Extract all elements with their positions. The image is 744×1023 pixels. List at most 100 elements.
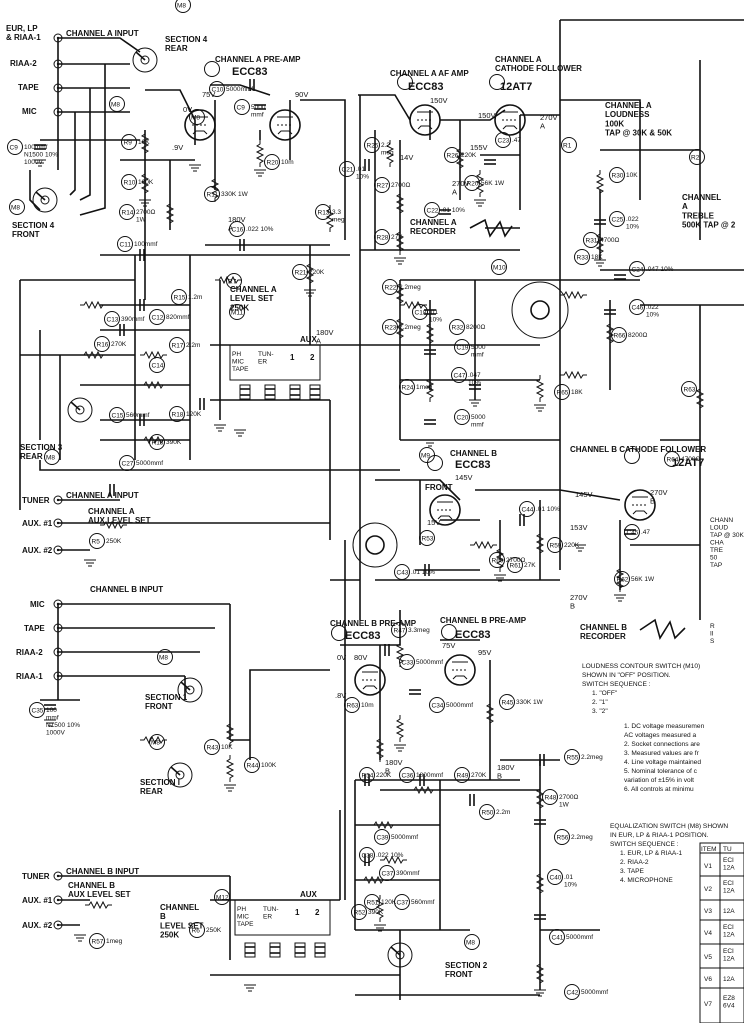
part-ref: C40	[550, 875, 562, 882]
switch-ref-badge	[464, 934, 480, 950]
sel-a-tuner: TUN-ER	[258, 351, 274, 366]
part-ref-badge	[121, 134, 137, 150]
jack-label-tape-b: TAPE	[24, 624, 45, 633]
part-ref: R10	[124, 180, 136, 187]
tube-v6-type: 12AT7	[672, 457, 704, 469]
part-ref: R5	[92, 539, 101, 546]
part-ref-badge	[464, 175, 480, 191]
loudness-switch-note: LOUDNESS CONTOUR SWITCH (M10) SHOWN IN "…	[582, 663, 700, 715]
part-value: 390mmf	[396, 870, 420, 877]
tube-table-header: ITEM	[701, 846, 717, 853]
part-ref: R48	[545, 795, 557, 802]
part-value: 100K	[138, 179, 154, 186]
part-ref: C14	[152, 363, 164, 370]
part-ref-badge	[109, 407, 125, 423]
part-ref-badge	[364, 137, 380, 153]
tube-v5-type: ECC83	[455, 459, 490, 471]
part-ref: R20	[467, 181, 479, 188]
voltage-label: 90V	[295, 90, 308, 99]
part-ref-badge	[229, 221, 245, 237]
part-value: 18K	[571, 389, 583, 396]
part-ref: R21	[295, 270, 307, 277]
voltage-label: 0V	[337, 653, 346, 662]
part-ref: R53	[422, 536, 434, 543]
part-ref-badge	[451, 367, 467, 383]
voltage-label: 15V	[427, 518, 440, 527]
part-value: .047 10%	[646, 266, 674, 273]
voltage-label: 145V	[455, 473, 473, 482]
loudness-note-line: SHOWN IN "OFF" POSITION.	[582, 672, 671, 679]
part-ref: C34	[432, 703, 444, 710]
voltage-label: .9V	[172, 143, 183, 152]
part-value: 1.2m	[188, 294, 202, 301]
switch-ref: M8	[151, 740, 160, 747]
part-ref-badge	[554, 829, 570, 845]
note-line: 3. Measured values are fr	[624, 750, 700, 757]
part-ref-badge	[614, 571, 630, 587]
switch-ref: M12	[216, 895, 229, 902]
part-ref-badge	[394, 564, 410, 580]
part-value: 220K	[309, 269, 325, 276]
part-value: .022 10%	[376, 852, 404, 859]
aux-b-label: AUX	[300, 890, 318, 899]
voltage-label: 80V	[354, 653, 367, 662]
tube-v4b-type: ECC83	[455, 629, 490, 641]
part-value: 5000mmf	[581, 989, 608, 996]
part-ref: C41	[552, 935, 564, 942]
part-ref: R54	[362, 773, 374, 780]
switch-ref-badge	[214, 889, 230, 905]
part-ref-badge	[204, 739, 220, 755]
part-value: 4700Ω	[681, 456, 700, 463]
part-ref: R16	[97, 342, 109, 349]
part-ref: C9	[10, 145, 19, 152]
part-ref: C25	[612, 217, 624, 224]
part-ref-badge	[609, 167, 625, 183]
part-ref: R27	[377, 183, 389, 190]
switch-ref-badge	[689, 149, 705, 165]
part-ref: R63	[684, 387, 696, 394]
part-value: 10m	[361, 702, 374, 709]
part-ref-badge	[554, 384, 570, 400]
part-ref-badge	[89, 533, 105, 549]
wiring	[19, 19, 744, 1000]
part-ref: R23	[385, 325, 397, 332]
part-ref: R11	[207, 192, 219, 199]
stage-title-b-preamp-2: CHANNEL B PRE-AMP	[440, 616, 527, 625]
part-ref-badge	[519, 501, 535, 517]
part-value: 390K	[368, 909, 384, 916]
part-ref-badge	[629, 261, 645, 277]
switch-ref: M10	[493, 265, 506, 272]
part-ref: R62	[617, 577, 629, 584]
switch-ref-badge	[109, 96, 125, 112]
part-ref-badge	[399, 654, 415, 670]
part-ref: C36	[402, 773, 414, 780]
tube-table-item: V1	[704, 863, 712, 870]
part-ref-badge	[374, 829, 390, 845]
part-ref-badge	[444, 147, 460, 163]
tube-v2-type: ECC83	[408, 81, 443, 93]
part-ref-badge	[495, 132, 511, 148]
part-value: 2700Ω	[391, 182, 410, 189]
part-ref-badge	[564, 749, 580, 765]
labels: CHANNEL A INPUT EUR, LP& RIAA-1 RIAA-2 T…	[6, 24, 744, 979]
switch-m9-front: FRONT	[425, 483, 453, 492]
tube-v1-type: ECC83	[232, 66, 267, 78]
part-ref: C33	[402, 660, 414, 667]
part-ref-badge	[94, 336, 110, 352]
part-ref-badge	[399, 379, 415, 395]
part-ref: R30	[612, 173, 624, 180]
part-value: .47	[512, 137, 521, 144]
part-value: 18K	[591, 254, 603, 261]
